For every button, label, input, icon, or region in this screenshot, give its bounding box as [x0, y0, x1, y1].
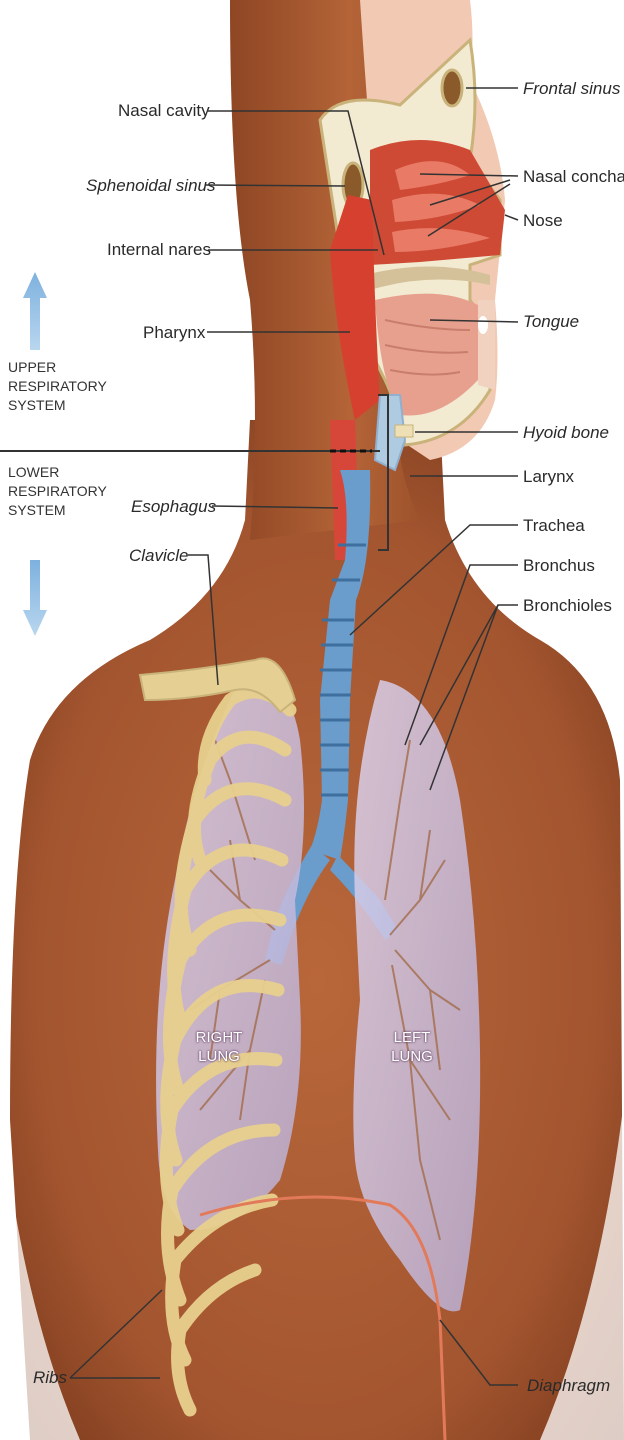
bronchioles-label: Bronchioles	[523, 597, 612, 614]
esophagus-label: Esophagus	[131, 498, 216, 515]
up-arrow-icon	[23, 272, 47, 350]
nasal-conchae-label: Nasal conchae	[523, 168, 624, 185]
nose-label: Nose	[523, 212, 563, 229]
ribs-label: Ribs	[33, 1369, 67, 1386]
lower-system-label: LOWER RESPIRATORY SYSTEM	[8, 463, 118, 520]
frontal-sinus-label: Frontal sinus	[523, 80, 620, 97]
pharynx-label: Pharynx	[143, 324, 205, 341]
diaphragm-label: Diaphragm	[527, 1377, 610, 1394]
sphenoidal-sinus-label: Sphenoidal sinus	[86, 177, 215, 194]
upper-system-label: UPPER RESPIRATORY SYSTEM	[8, 358, 118, 415]
larynx-label: Larynx	[523, 468, 574, 485]
left-lung-label: LEFT LUNG	[380, 1028, 444, 1066]
trachea-label: Trachea	[523, 517, 585, 534]
internal-nares-label: Internal nares	[107, 241, 211, 258]
clavicle-label: Clavicle	[129, 547, 189, 564]
nasal-cavity-label: Nasal cavity	[118, 102, 210, 119]
down-arrow-icon	[23, 560, 47, 636]
right-lung-label: RIGHT LUNG	[187, 1028, 251, 1066]
tongue-label: Tongue	[523, 313, 579, 330]
hyoid-bone-label: Hyoid bone	[523, 424, 609, 441]
bronchus-label: Bronchus	[523, 557, 595, 574]
